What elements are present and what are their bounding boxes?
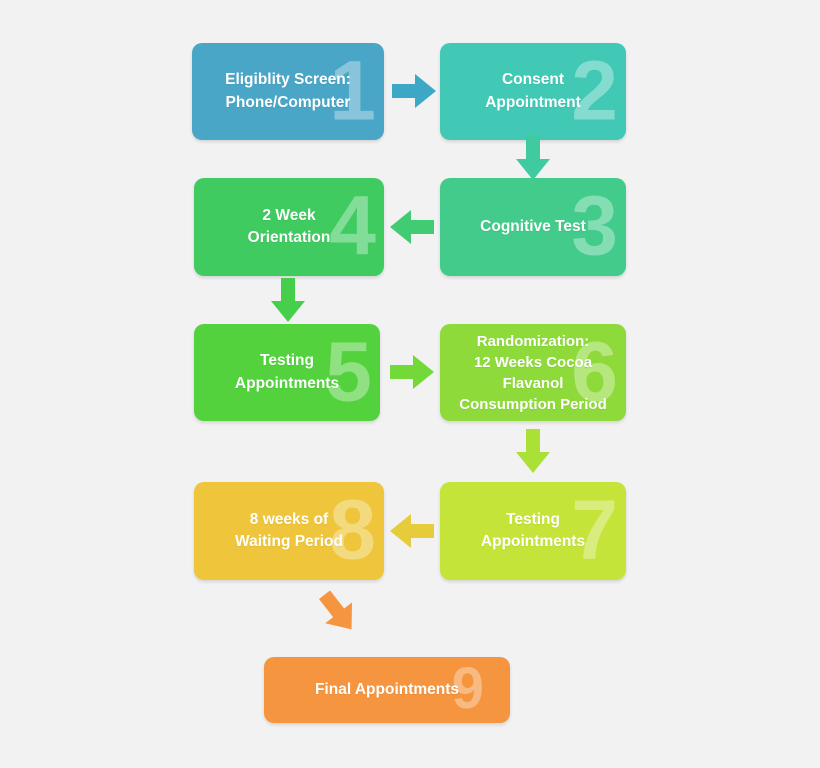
step-1-label: Eligiblity Screen: Phone/Computer (225, 71, 351, 111)
step-3-label: Cognitive Test (480, 217, 586, 235)
step-7-label: Testing Appointments (480, 510, 586, 550)
step-5-label: Testing Appointments (234, 352, 340, 392)
step-6-randomization-period: 6 Randomization: 12 Weeks Cocoa Flavanol… (440, 324, 626, 421)
arrow-step6-to-step7-icon (513, 429, 553, 473)
arrow-step4-to-step5-icon (268, 278, 308, 322)
step-9-label: Final Appointments (314, 680, 460, 698)
arrow-step1-to-step2-icon (392, 71, 436, 111)
step-5-testing-appointments: 5 Testing Appointments (194, 324, 380, 421)
arrow-step7-to-step8-icon (390, 511, 434, 551)
step-4-orientation: 4 2 Week Orientation (194, 178, 384, 276)
step-7-testing-appointments: 7 Testing Appointments (440, 482, 626, 580)
arrow-step3-to-step4-icon (390, 207, 434, 247)
step-4-label: 2 Week Orientation (247, 206, 331, 246)
step-9-final-appointments: 9 Final Appointments (264, 657, 510, 723)
step-2-consent-appointment: 2 Consent Appointment (440, 43, 626, 140)
step-8-label: 8 weeks of Waiting Period (235, 510, 343, 550)
step-3-cognitive-test: 3 Cognitive Test (440, 178, 626, 276)
step-2-label: Consent Appointment (485, 71, 581, 111)
step-6-label: Randomization: 12 Weeks Cocoa Flavanol C… (459, 332, 607, 413)
arrow-step8-to-step9-icon (309, 582, 368, 641)
arrow-step5-to-step6-icon (390, 352, 434, 392)
arrow-step2-to-step3-icon (513, 136, 553, 180)
step-8-waiting-period: 8 8 weeks of Waiting Period (194, 482, 384, 580)
step-1-eligibility-screen: 1 Eligiblity Screen: Phone/Computer (192, 43, 384, 140)
